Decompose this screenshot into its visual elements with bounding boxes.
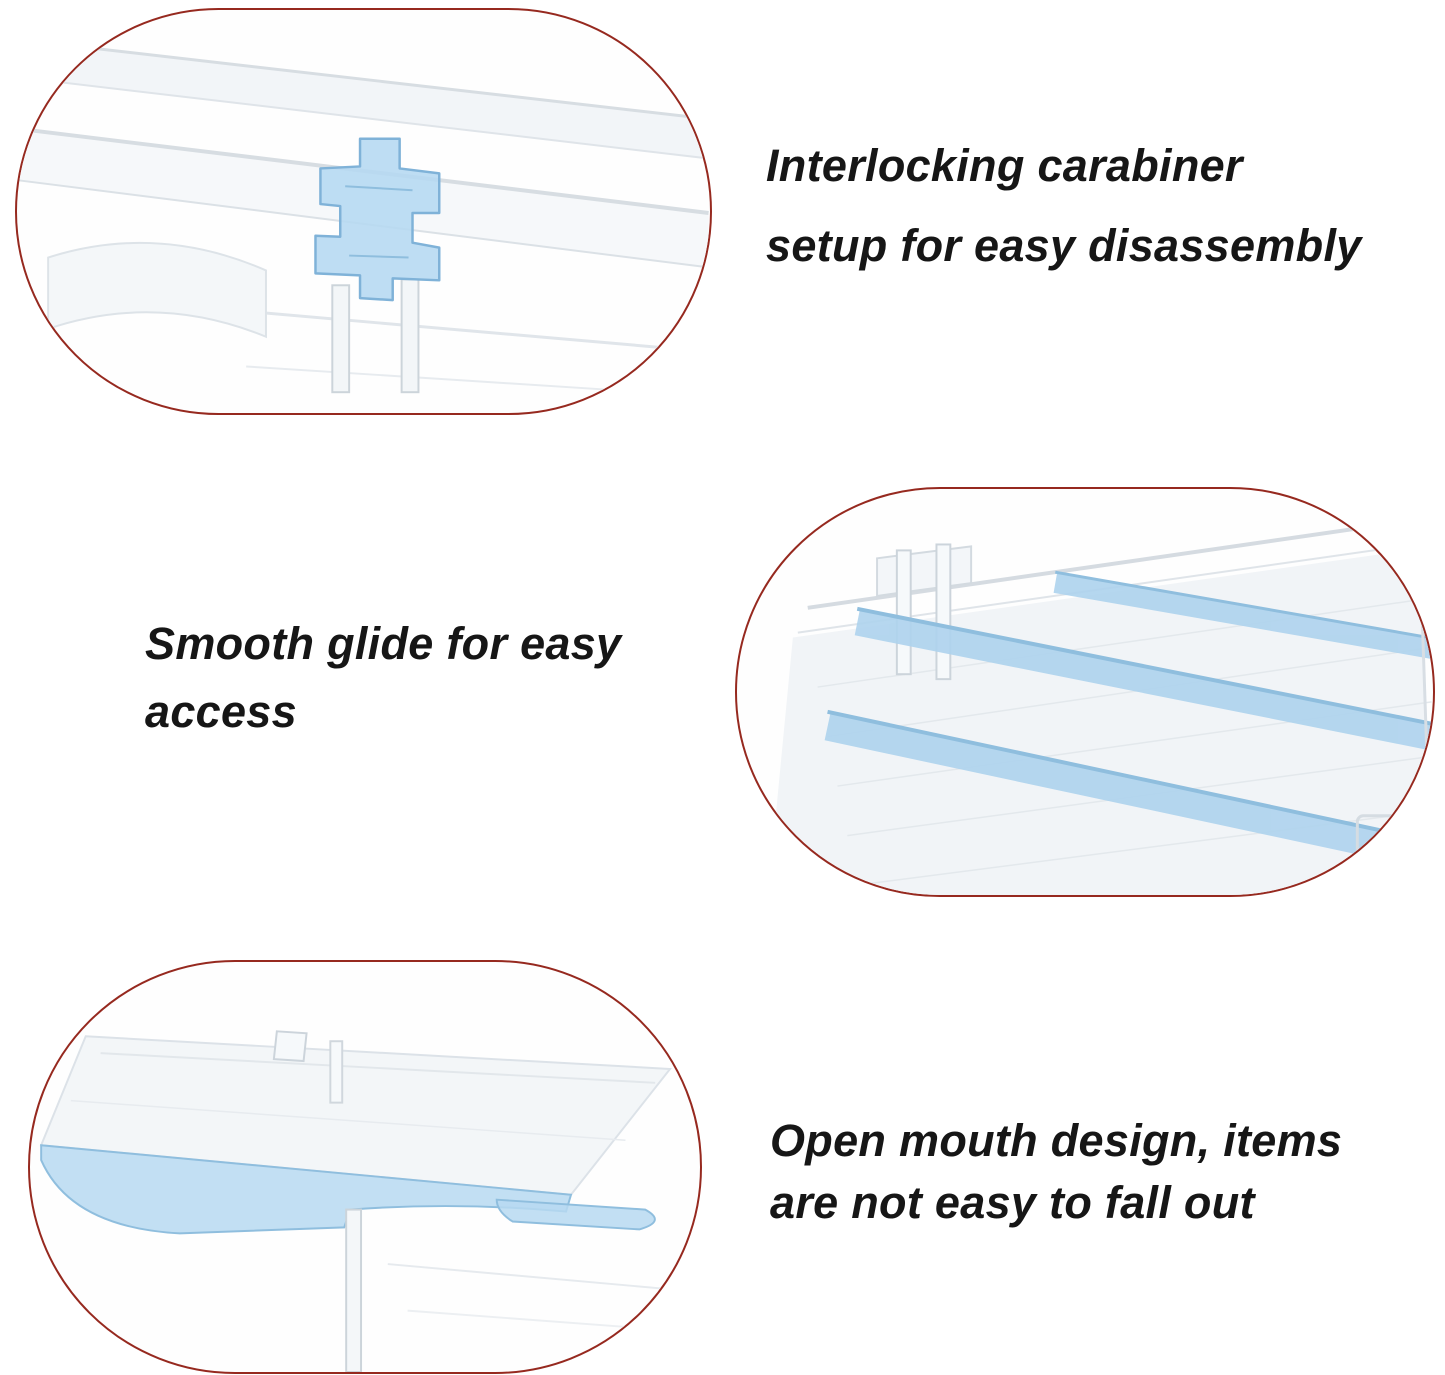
caption-line: Smooth glide for easy: [145, 618, 622, 669]
blue-front-lip-right: [495, 1198, 656, 1231]
feature-caption-carabiner: Interlocking carabiner setup for easy di…: [766, 126, 1362, 286]
carabiner-closeup-photo: [18, 38, 709, 398]
blue-carabiner-clip: [314, 137, 441, 302]
caption-line: Interlocking carabiner: [766, 140, 1243, 191]
caption-line: setup for easy disassembly: [766, 220, 1362, 272]
open-mouth-closeup-photo: [39, 1030, 699, 1372]
glide-tray-closeup-photo: [768, 518, 1433, 895]
feature-caption-open-mouth: Open mouth design, items are not easy to…: [770, 1110, 1342, 1234]
caption-line: are not easy to fall out: [770, 1177, 1255, 1229]
feature-photo-frame-open-mouth: [28, 960, 702, 1374]
caption-line: Open mouth design, items: [770, 1115, 1343, 1166]
feature-caption-glide: Smooth glide for easy access: [145, 610, 621, 747]
feature-photo-frame-glide: [735, 487, 1435, 897]
blue-dividers: [824, 570, 1433, 871]
feature-photo-frame-carabiner: [15, 8, 712, 415]
caption-line: access: [145, 686, 297, 738]
